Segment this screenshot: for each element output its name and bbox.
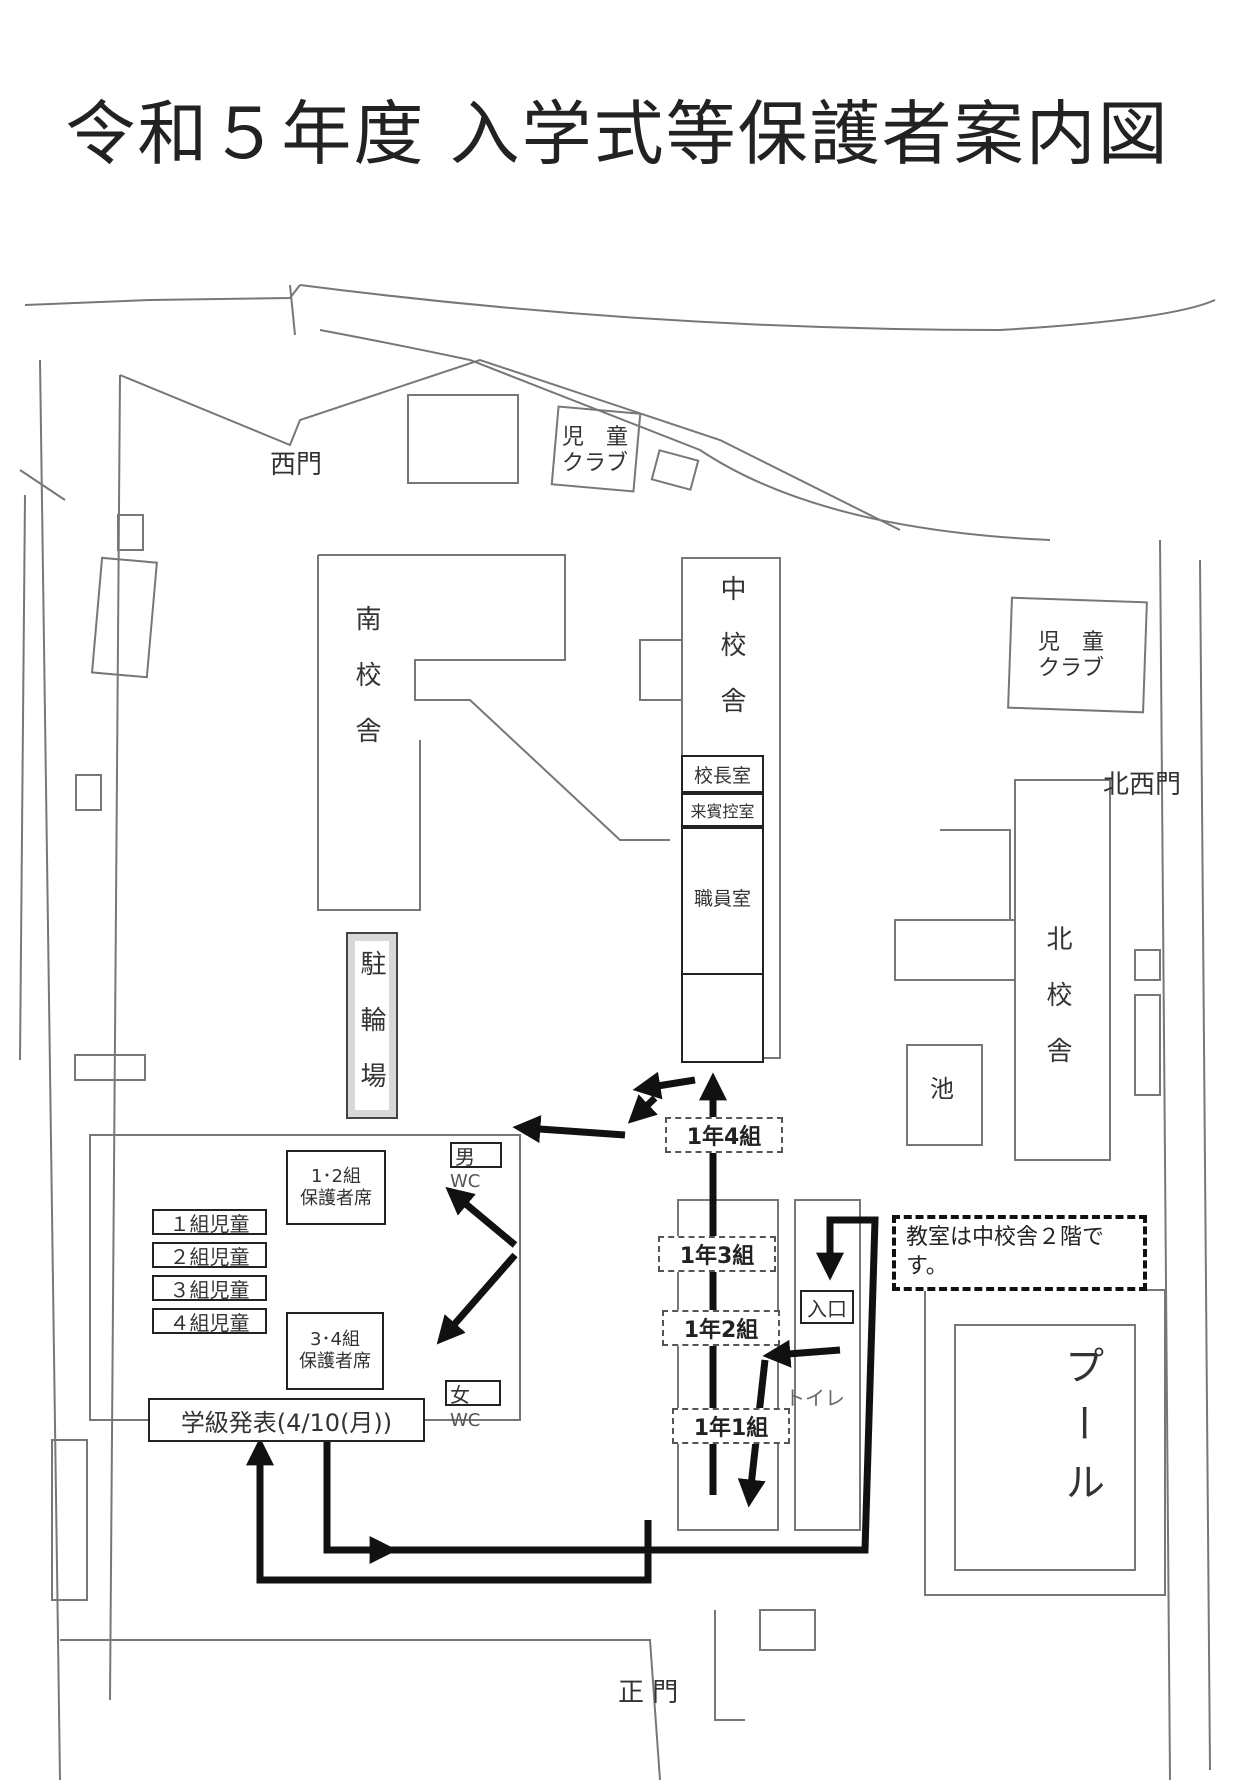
route-arrows <box>246 1071 879 1584</box>
class-1-1: 1年1組 <box>672 1408 790 1444</box>
class-1-3: 1年3組 <box>658 1236 776 1272</box>
staff-room: 職員室 <box>681 827 764 975</box>
west-gate-label: 西門 <box>270 450 323 480</box>
staff-room-annex <box>681 973 764 1063</box>
wc-male-sub: WC <box>450 1171 481 1192</box>
toilet-label: トイレ <box>785 1386 845 1410</box>
north-building-label: 北校舎 <box>1042 925 1072 1093</box>
south-building-label: 南校舎 <box>351 605 381 773</box>
class-1-2: 1年2組 <box>662 1310 780 1346</box>
route-announcement-to-building <box>323 1440 398 1564</box>
route-to-gym <box>512 1115 626 1144</box>
route-entrance-to-classes <box>762 1339 841 1368</box>
class-announcement: 学級発表(4/10(月)) <box>148 1398 425 1442</box>
wc-female-box: 女 <box>445 1380 501 1407</box>
entrance: 入口 <box>800 1290 854 1324</box>
class-1-4: 1年4組 <box>665 1117 783 1153</box>
wc-female-sub: WC <box>450 1410 481 1431</box>
kids-club-1-label: 児 童 クラブ <box>562 425 629 477</box>
route-to-entrance <box>385 1216 879 1554</box>
kids-club-2-label: 児 童 クラブ <box>1038 630 1105 682</box>
route-main-gate-to-announcement <box>246 1437 652 1584</box>
route-gym-to-parents <box>436 1252 518 1345</box>
northwest-gate-label: 北西門 <box>1103 770 1182 800</box>
middle-building-label: 中校舎 <box>716 575 746 743</box>
site-outlines <box>19 284 1216 1781</box>
guest-waiting-room: 来賓控室 <box>681 793 764 827</box>
main-gate-label: 正 門 <box>618 1678 679 1708</box>
students-row-1: １組児童 <box>152 1209 267 1236</box>
classroom-note: 教室は中校舎２階です。 <box>892 1215 1147 1291</box>
principal-room: 校長室 <box>681 755 764 793</box>
page-title: 令和５年度 入学式等保護者案内図 <box>65 93 1170 175</box>
students-row-2: ２組児童 <box>152 1242 267 1269</box>
route-gym-to-wc-male <box>445 1186 518 1248</box>
pond-label: 池 <box>930 1075 954 1103</box>
wc-male-box: 男 <box>450 1142 502 1169</box>
students-row-4: ４組児童 <box>152 1308 267 1335</box>
route-to-west-exit <box>632 1071 696 1100</box>
parents-seats-12: 1･2組 保護者席 <box>286 1150 386 1225</box>
pool-label: プール <box>1058 1345 1104 1519</box>
students-row-3: ３組児童 <box>152 1275 267 1302</box>
parents-seats-34: 3･4組 保護者席 <box>286 1312 384 1390</box>
route-west-exit-down <box>627 1094 658 1124</box>
bicycle-parking-label: 駐輪場 <box>356 950 386 1118</box>
